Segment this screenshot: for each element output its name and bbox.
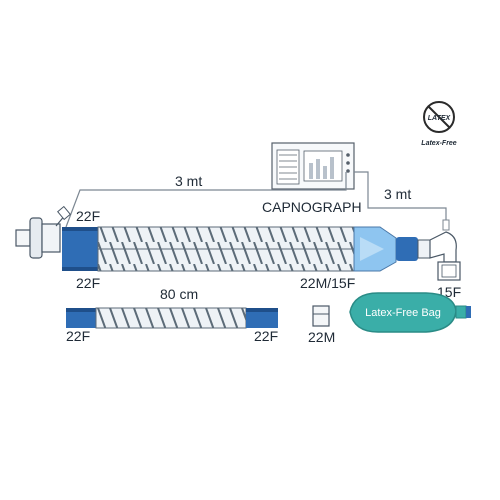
latex-free-badge: LATEX Latex-Free xyxy=(421,101,457,147)
filter xyxy=(29,217,43,259)
capnograph-label: CAPNOGRAPH xyxy=(262,199,362,215)
latex-free-bag: Latex-Free Bag xyxy=(349,292,471,333)
extension-tube: 80 cm 22F 22F xyxy=(66,286,278,344)
extension-connector-left xyxy=(66,308,96,328)
adapter-top-label: 22M/15F xyxy=(300,275,355,291)
adapter: 22M/15F 22M xyxy=(300,275,355,345)
line-length-left: 3 mt xyxy=(175,173,202,189)
bag-port xyxy=(466,306,471,318)
filter-assembly xyxy=(15,205,71,259)
machine-port xyxy=(15,229,31,247)
no-latex-slash xyxy=(427,105,451,129)
elbow-15f-port xyxy=(437,261,461,281)
label-bottom-22f: 22F xyxy=(76,275,100,291)
extension-left-22f: 22F xyxy=(66,328,90,344)
bag-neck xyxy=(455,305,467,319)
connector-bottom-22f xyxy=(62,249,98,271)
extension-length-label: 80 cm xyxy=(160,286,198,302)
bag-label: Latex-Free Bag xyxy=(365,307,441,319)
sampling-lines: 3 mt 3 mt xyxy=(65,171,450,231)
adapter-body xyxy=(312,305,330,327)
patient-connector xyxy=(396,237,418,261)
extension-right-22f: 22F xyxy=(254,328,278,344)
main-circuit: 22F 22F 15F xyxy=(62,208,461,300)
elbow-connector xyxy=(429,231,457,263)
latex-mark: LATEX xyxy=(428,115,452,122)
line-length-right: 3 mt xyxy=(384,186,411,202)
latex-free-caption: Latex-Free xyxy=(421,140,457,147)
extension-connector-right xyxy=(246,308,278,328)
capnograph-monitor: CAPNOGRAPH xyxy=(262,142,362,215)
connector-top-22f xyxy=(62,227,98,249)
label-top-22f: 22F xyxy=(76,208,100,224)
sampling-line-left xyxy=(65,172,347,228)
sampling-line-right xyxy=(354,171,447,228)
extension-corrugated-tube xyxy=(95,307,247,329)
adapter-bottom-label: 22M xyxy=(308,329,335,345)
expiratory-limb xyxy=(97,248,355,272)
inspiratory-limb xyxy=(97,226,355,250)
